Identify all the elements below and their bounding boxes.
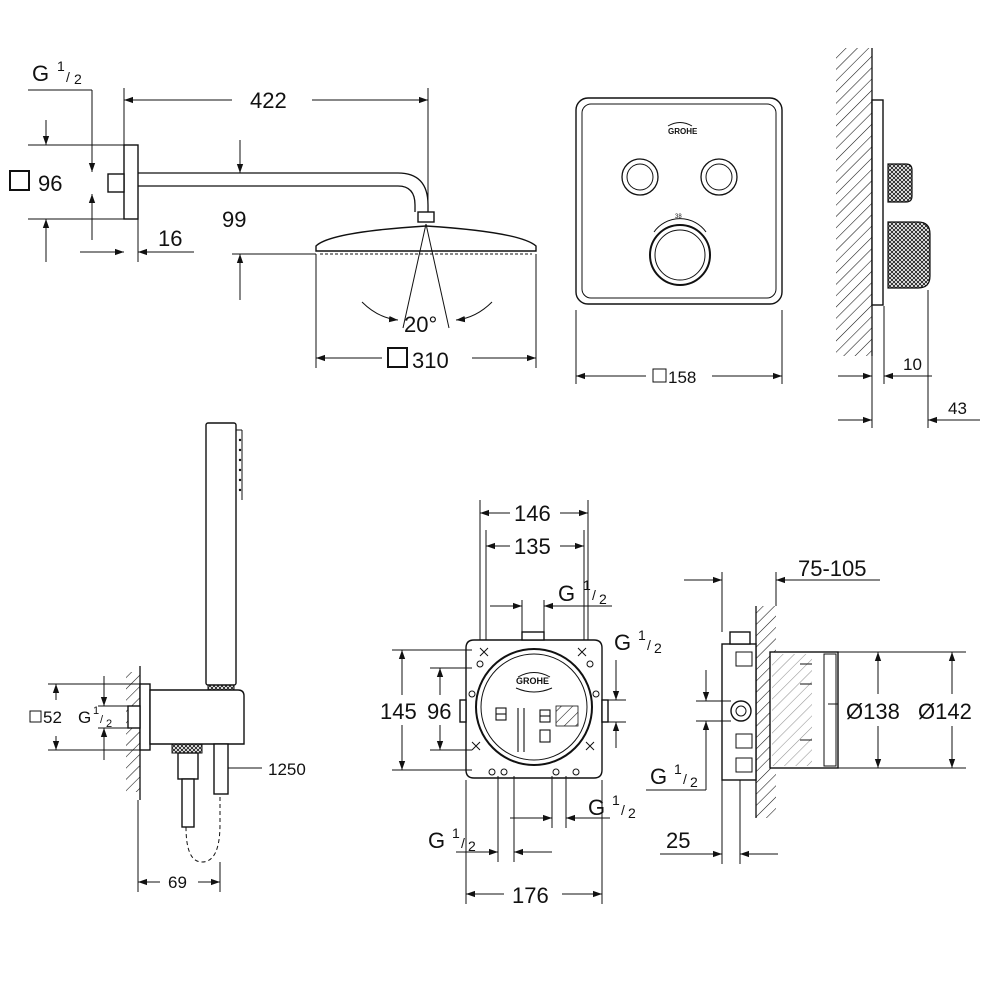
install-depth-dim: 75-105: [798, 556, 867, 581]
thermostat-knob: [649, 224, 711, 286]
drop-height-dim: 99: [222, 207, 246, 232]
svg-text:1: 1: [674, 761, 682, 777]
handle-depth-dim: 43: [948, 399, 967, 418]
svg-text:2: 2: [628, 805, 636, 821]
outlet-button-left: [621, 158, 659, 196]
box-dial: [475, 648, 593, 766]
rough-in-box-view: GROHE 146 13: [380, 500, 662, 908]
svg-text:/: /: [621, 802, 625, 818]
offset-dim: 25: [666, 828, 690, 853]
shower-arm: [138, 172, 429, 212]
flange-depth-dim: 16: [158, 226, 182, 251]
tilt-angle-dim: 20°: [404, 312, 437, 337]
brand-logo: GROHE: [516, 676, 549, 686]
svg-text:1: 1: [57, 58, 65, 74]
shower-head-view: G 1 / 2 422 96 16 99 20: [9, 58, 537, 373]
hose-nut: [177, 752, 199, 780]
box-side-view: 75-105 Ø138 Ø142 G 1 / 2 25: [646, 556, 972, 864]
plate-profile: [871, 99, 884, 306]
wall-flange: [123, 144, 139, 220]
brand-logo: GROHE: [668, 127, 698, 136]
wall-square-dim: 96: [38, 171, 62, 196]
button-knurl: [887, 163, 913, 203]
thread-label: G: [588, 795, 605, 820]
outlet-square-dim: 52: [43, 708, 62, 727]
wall-outlet-holder: [139, 683, 151, 751]
svg-text:/: /: [100, 714, 104, 726]
box-body: [465, 639, 603, 779]
outlet-depth-dim: 69: [168, 873, 187, 892]
wall-section: [126, 672, 140, 792]
knob-knurl: [887, 221, 931, 289]
svg-text:1: 1: [452, 825, 460, 841]
diameter-inner-dim: Ø138: [846, 699, 900, 724]
square-symbol-icon: [29, 710, 42, 723]
hose: [185, 794, 221, 863]
control-plate-view: GROHE 38 158: [575, 97, 783, 387]
svg-text:/: /: [683, 771, 687, 787]
svg-text:2: 2: [599, 591, 607, 607]
plate-square-dim: 158: [668, 368, 696, 387]
square-symbol-icon: [387, 347, 408, 368]
thread-label: G: [558, 581, 575, 606]
thread-label: G: [32, 61, 49, 86]
svg-text:/: /: [461, 835, 465, 851]
hand-shower: [205, 422, 237, 686]
arm-length-dim: 422: [250, 88, 287, 113]
svg-text:/: /: [66, 69, 70, 85]
square-symbol-icon: [9, 170, 30, 191]
svg-text:2: 2: [106, 718, 112, 730]
control-side-view: 10 43: [836, 48, 980, 428]
thread-label: G: [78, 708, 91, 727]
outlet-button-right: [700, 158, 738, 196]
svg-text:2: 2: [690, 774, 698, 790]
svg-text:2: 2: [74, 71, 82, 87]
scale-mark: 38: [675, 214, 682, 220]
control-plate: [575, 97, 783, 305]
diameter-outer-dim: Ø142: [918, 699, 972, 724]
hose-length-dim: 1250: [268, 760, 306, 779]
shower-head: [315, 225, 537, 252]
hand-shower-view: 52 G 1 / 2 1250 69: [29, 422, 306, 892]
height-outer-dim: 145: [380, 699, 417, 724]
svg-text:1: 1: [583, 577, 591, 593]
valve-stem: [730, 700, 752, 722]
svg-text:1: 1: [612, 792, 620, 808]
wall-section: [836, 48, 872, 356]
svg-text:1: 1: [638, 627, 646, 643]
svg-text:2: 2: [654, 640, 662, 656]
thread-label: G: [428, 828, 445, 853]
bottom-width-dim: 176: [512, 883, 549, 908]
svg-text:/: /: [592, 587, 596, 603]
svg-text:1: 1: [93, 705, 99, 717]
square-symbol-icon: [652, 368, 667, 383]
svg-text:/: /: [647, 637, 651, 653]
head-square-dim: 310: [412, 348, 449, 373]
width-outer-dim: 146: [514, 501, 551, 526]
button-gap-dim: 10: [903, 355, 922, 374]
thread-label: G: [614, 630, 631, 655]
width-inner-dim: 135: [514, 534, 551, 559]
height-inner-dim: 96: [427, 699, 451, 724]
svg-text:2: 2: [468, 838, 476, 854]
thread-label: G: [650, 764, 667, 789]
